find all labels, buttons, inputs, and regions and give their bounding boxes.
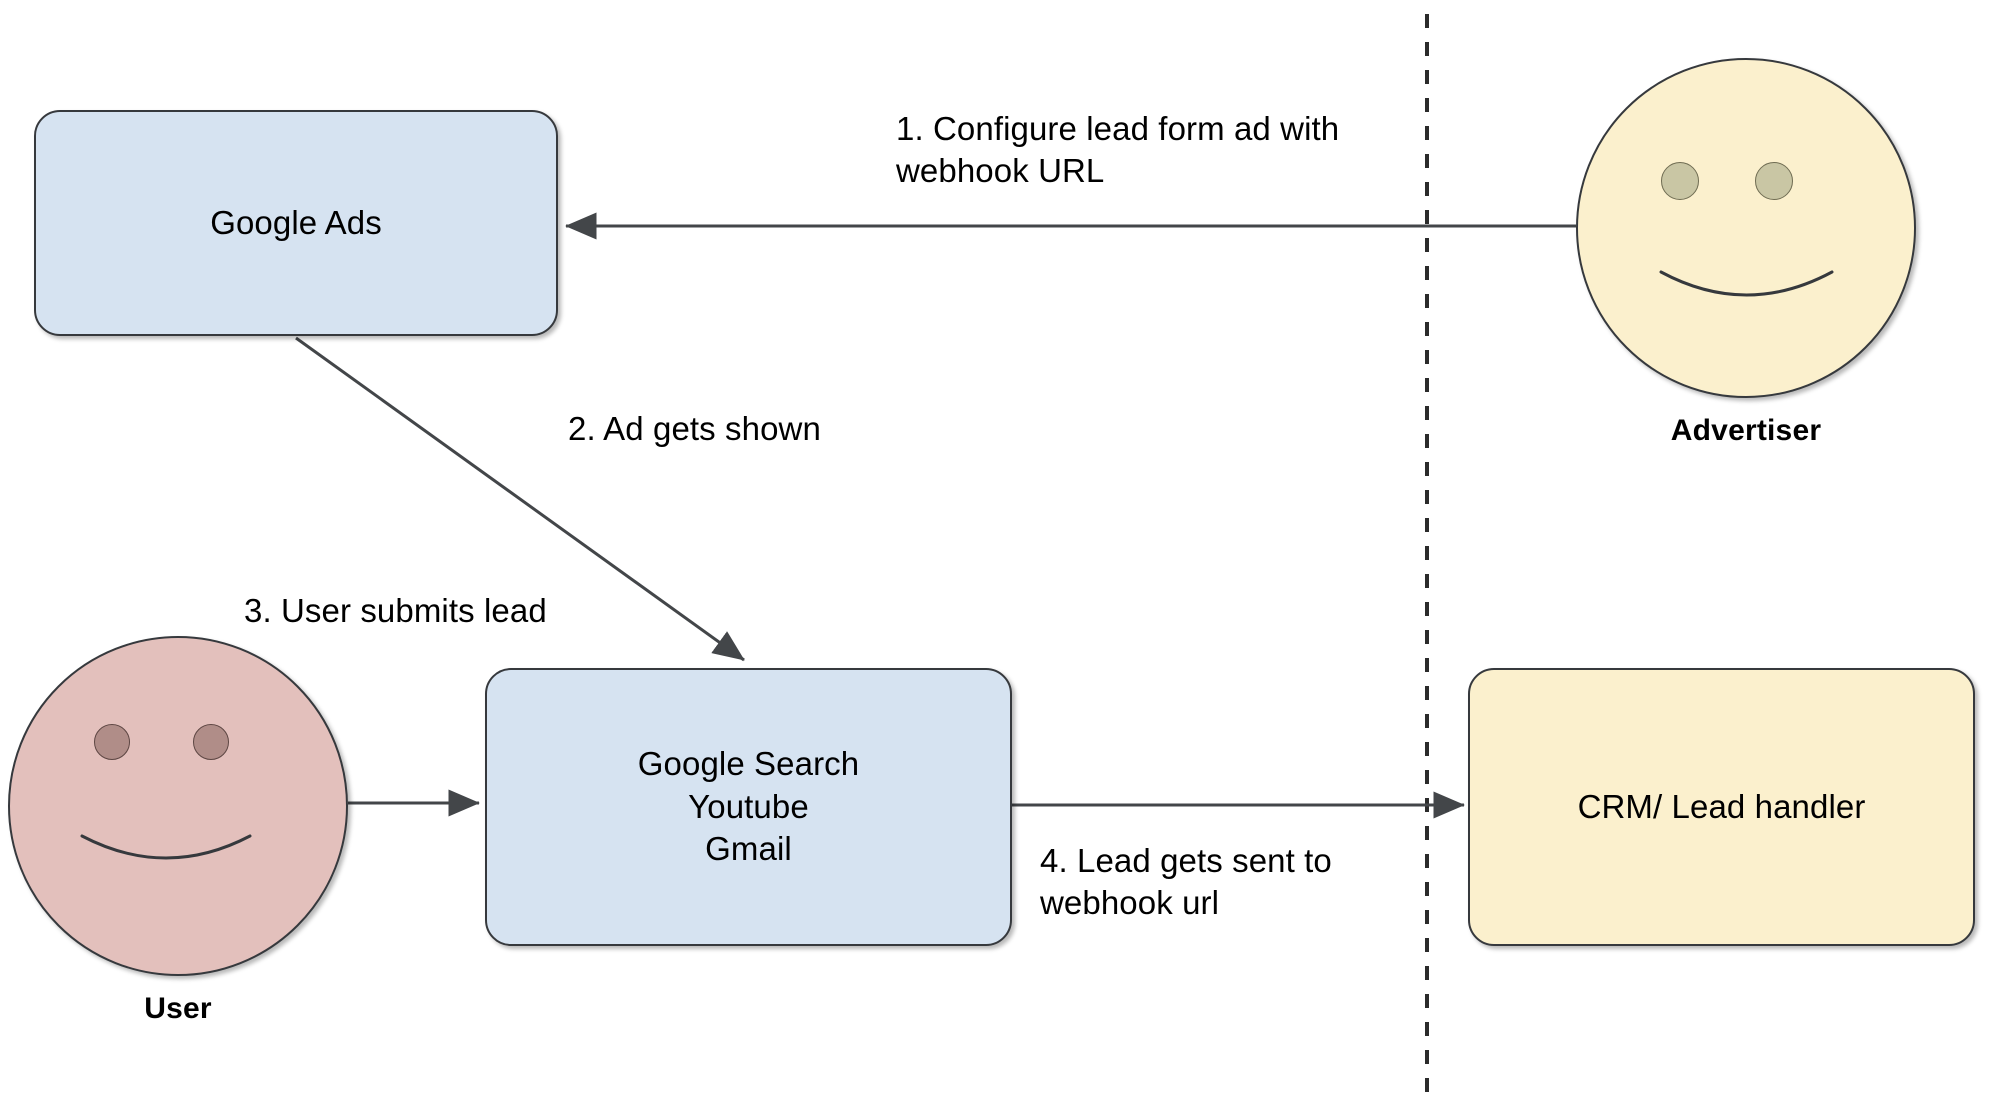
actor-user-label: User bbox=[144, 992, 212, 1025]
node-google-surfaces-label: Google Search Youtube Gmail bbox=[637, 744, 860, 868]
actor-advertiser-label: Advertiser bbox=[1670, 414, 1822, 447]
edge-label-step-1: 1. Configure lead form ad with webhook U… bbox=[896, 110, 1340, 190]
user-right-eye-icon bbox=[193, 724, 229, 760]
user-face-icon bbox=[8, 636, 348, 976]
edge-label-step-3: 3. User submits lead bbox=[244, 592, 547, 629]
node-google-surfaces[interactable]: Google Search Youtube Gmail bbox=[485, 668, 1012, 946]
user-left-eye-icon bbox=[94, 724, 130, 760]
node-crm-lead-handler[interactable]: CRM/ Lead handler bbox=[1468, 668, 1975, 946]
node-google-ads[interactable]: Google Ads bbox=[34, 110, 558, 336]
node-crm-lead-handler-label: CRM/ Lead handler bbox=[1577, 787, 1866, 825]
actor-advertiser[interactable]: Advertiser bbox=[1576, 58, 1916, 448]
edge-label-step-4: 4. Lead gets sent to webhook url bbox=[1040, 842, 1332, 922]
edge-label-step-2: 2. Ad gets shown bbox=[568, 410, 821, 447]
advertiser-smile-icon bbox=[1659, 270, 1834, 310]
actor-user[interactable]: User bbox=[8, 636, 348, 1026]
advertiser-right-eye-icon bbox=[1755, 162, 1793, 200]
advertiser-face-icon bbox=[1576, 58, 1916, 398]
node-google-ads-label: Google Ads bbox=[210, 203, 382, 241]
user-smile-icon bbox=[80, 834, 252, 874]
advertiser-left-eye-icon bbox=[1661, 162, 1699, 200]
